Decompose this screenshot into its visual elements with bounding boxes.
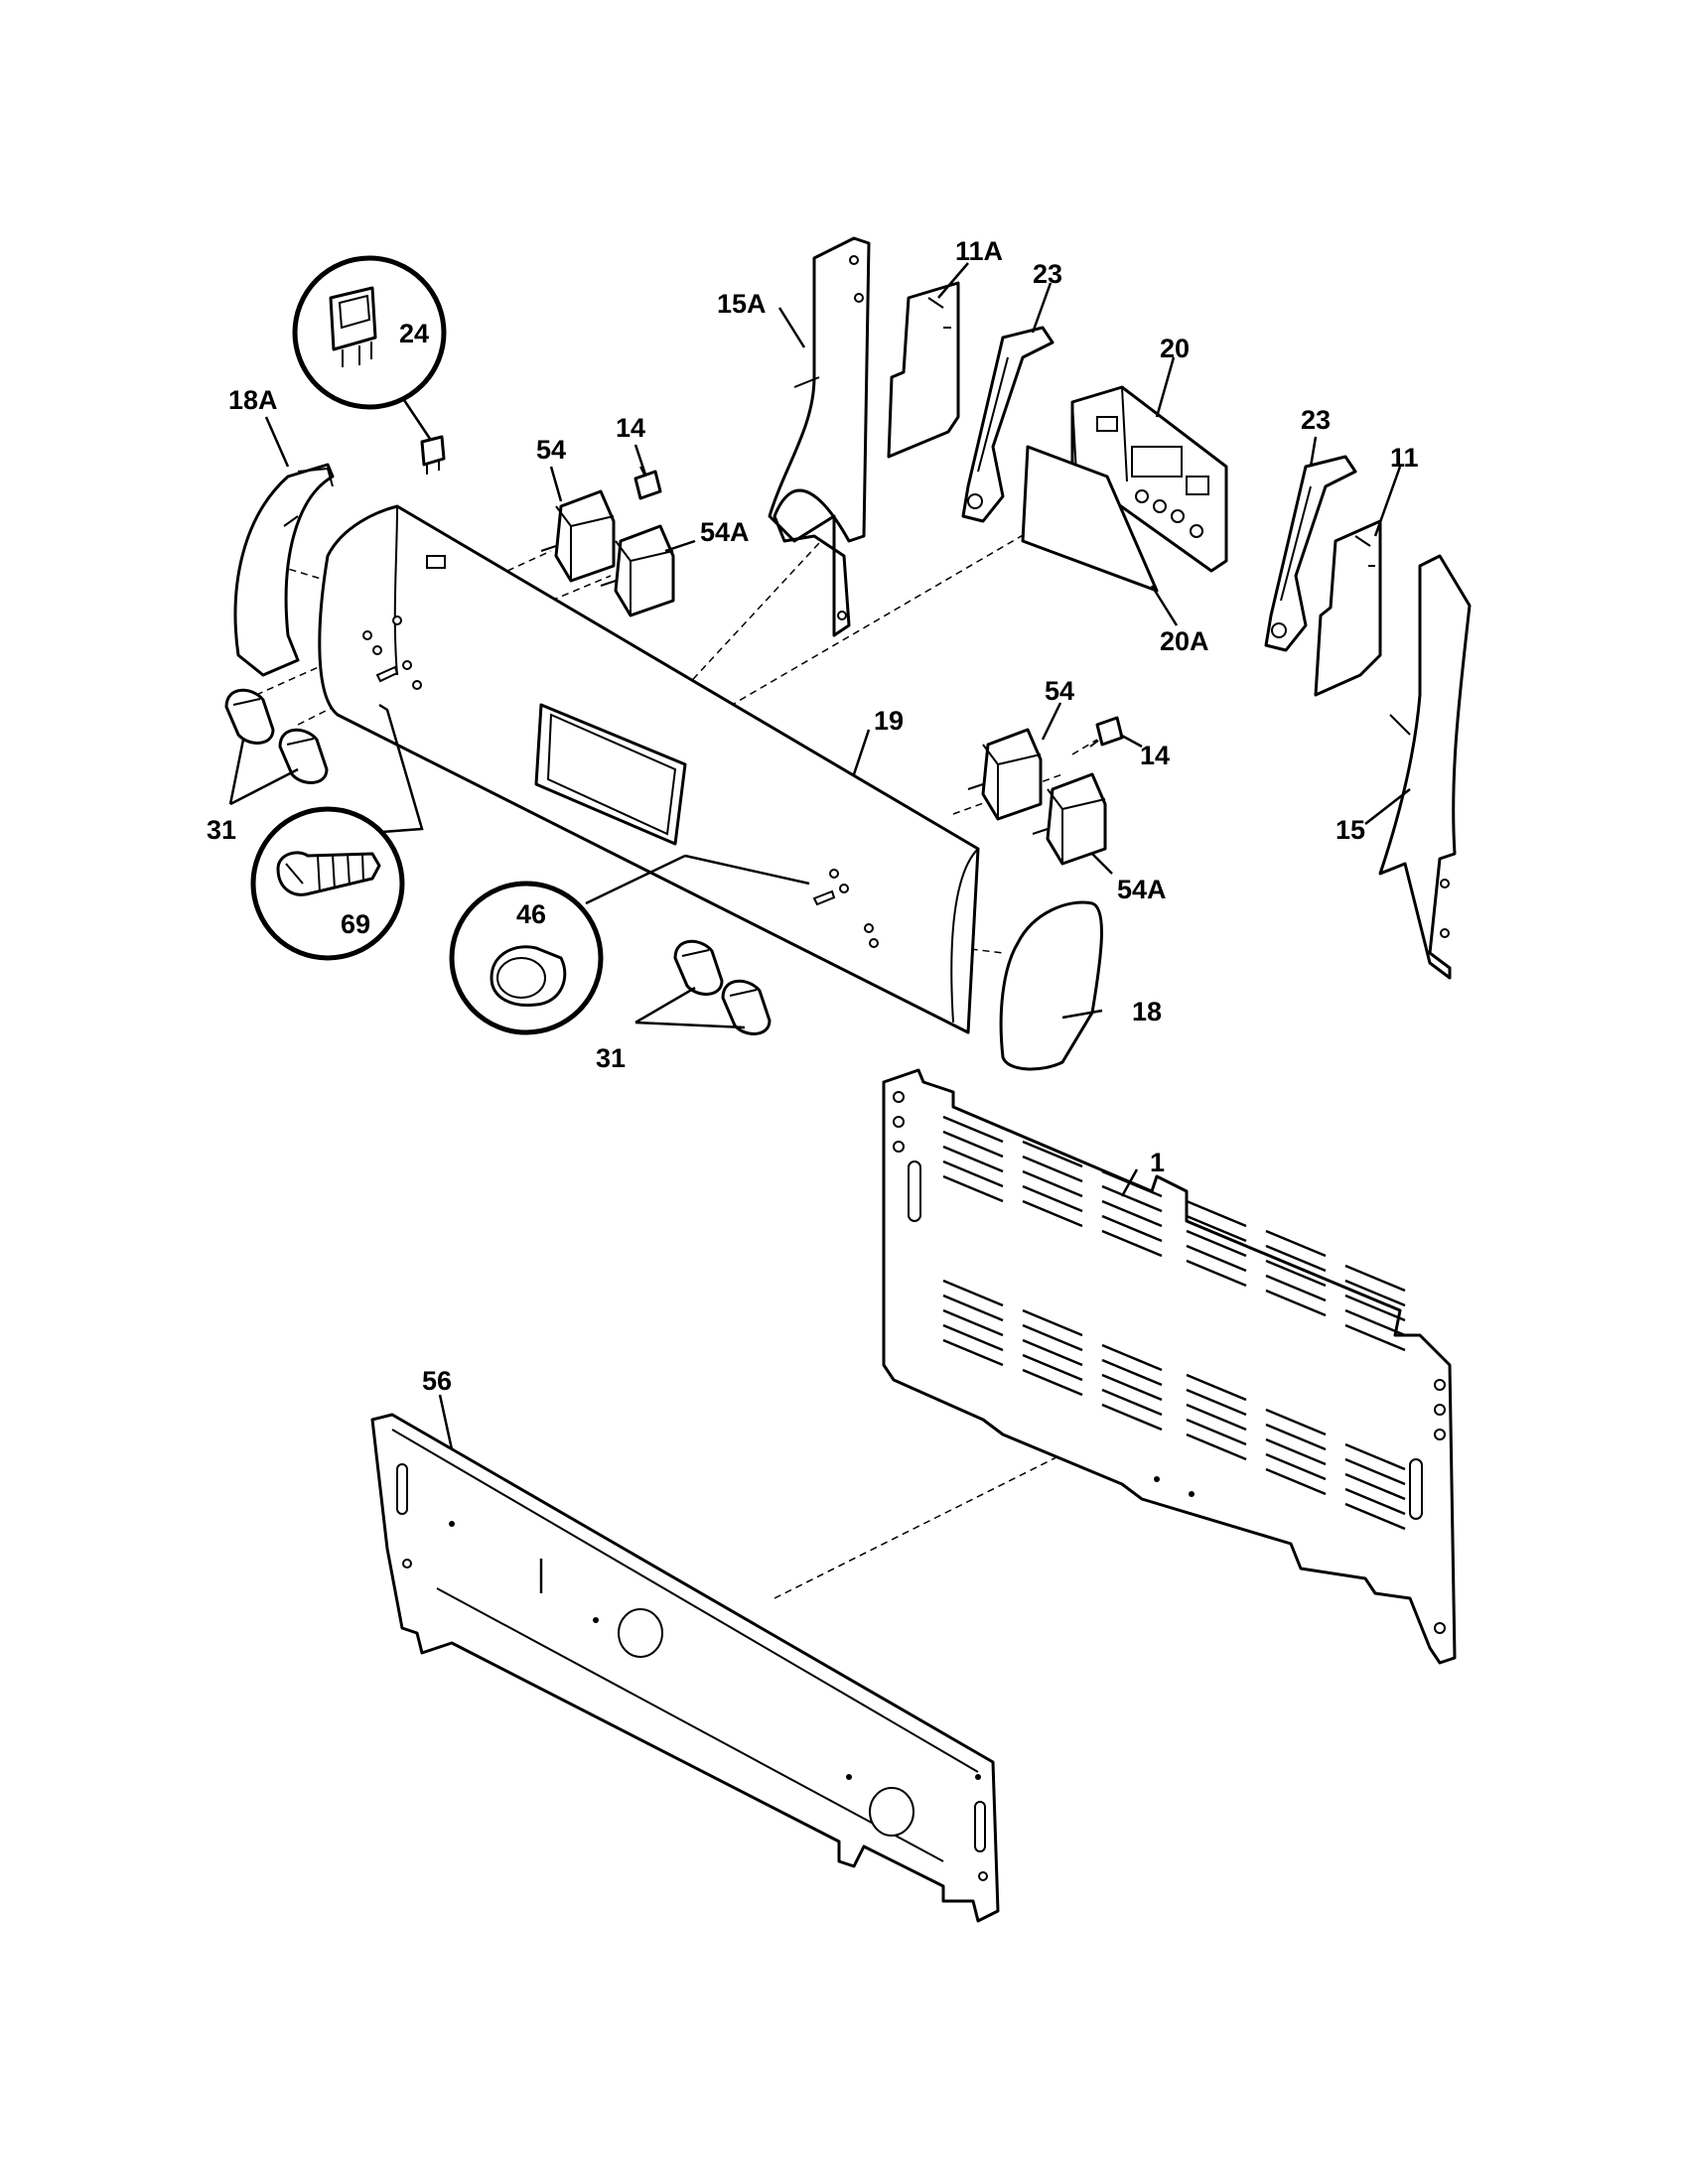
part-69-callout bbox=[250, 703, 424, 961]
part-labels: 24 18A 54 14 54A 15A 11A 23 20 23 11 20A… bbox=[207, 236, 1419, 1396]
label-31-left: 31 bbox=[207, 815, 236, 845]
label-23-right: 23 bbox=[1301, 405, 1331, 435]
part-18A-end-cap bbox=[233, 463, 335, 677]
label-18: 18 bbox=[1132, 997, 1162, 1026]
part-54-switch-top bbox=[540, 489, 616, 583]
part-11-bracket bbox=[1314, 519, 1382, 697]
part-20A-overlay bbox=[1021, 445, 1159, 593]
part-1-back-panel bbox=[882, 1068, 1457, 1665]
label-31-center: 31 bbox=[596, 1043, 626, 1073]
part-19-control-panel bbox=[318, 504, 980, 1034]
label-24: 24 bbox=[399, 319, 429, 348]
label-54A-top: 54A bbox=[700, 517, 750, 547]
part-31-knobs-left bbox=[224, 688, 329, 784]
label-23-left: 23 bbox=[1033, 259, 1062, 289]
part-11A-bracket bbox=[887, 281, 960, 459]
label-11: 11 bbox=[1390, 443, 1419, 473]
label-20A: 20A bbox=[1160, 626, 1209, 656]
part-46-callout bbox=[449, 854, 810, 1035]
part-23-channel-left bbox=[961, 326, 1055, 523]
part-54A-switch-top bbox=[600, 524, 675, 617]
leader-lines bbox=[228, 262, 1411, 1450]
part-31-knobs-center bbox=[673, 939, 772, 1035]
label-46: 46 bbox=[516, 899, 546, 929]
part-56-lower-panel bbox=[370, 1413, 1000, 1923]
label-54-top: 54 bbox=[536, 435, 566, 465]
label-15: 15 bbox=[1336, 815, 1365, 845]
label-14-top: 14 bbox=[616, 413, 645, 443]
part-14-relay-right bbox=[1089, 716, 1124, 748]
part-15-side-trim bbox=[1378, 554, 1472, 980]
label-54-right: 54 bbox=[1045, 676, 1074, 706]
label-20: 20 bbox=[1160, 334, 1190, 363]
label-18A: 18A bbox=[228, 385, 278, 415]
label-11A: 11A bbox=[955, 236, 1003, 266]
part-24-callout bbox=[292, 255, 447, 443]
part-54-switch-right bbox=[967, 728, 1043, 821]
label-19: 19 bbox=[874, 706, 904, 736]
label-69: 69 bbox=[341, 909, 370, 939]
part-24-small-switch bbox=[420, 435, 446, 475]
label-1: 1 bbox=[1150, 1148, 1165, 1177]
part-18-end-cap bbox=[999, 900, 1103, 1071]
label-14-right: 14 bbox=[1140, 741, 1170, 770]
label-54A-right: 54A bbox=[1117, 875, 1167, 904]
label-56: 56 bbox=[422, 1366, 452, 1396]
part-14-relay-top bbox=[633, 466, 662, 500]
part-23-channel-right bbox=[1264, 455, 1357, 652]
part-54A-switch-right bbox=[1032, 772, 1107, 866]
part-15A-side-trim bbox=[768, 236, 871, 637]
label-15A: 15A bbox=[717, 289, 767, 319]
part-20-electronic-control bbox=[1070, 385, 1228, 573]
